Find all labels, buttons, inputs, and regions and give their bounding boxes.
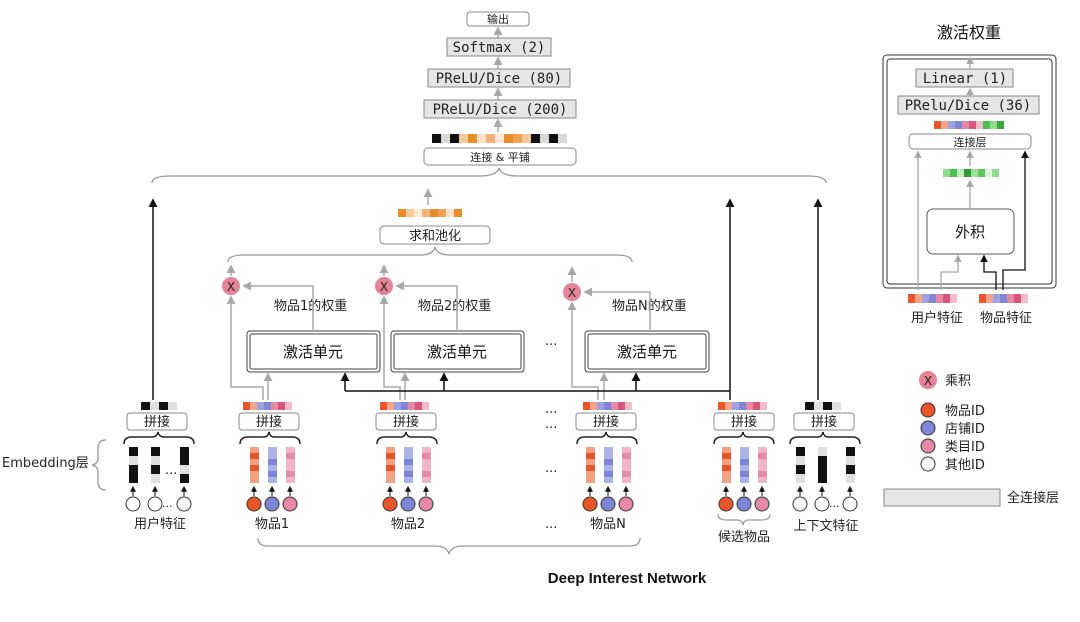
legend-shop-id: 店铺ID xyxy=(920,420,985,437)
concat-label: 拼接 xyxy=(144,414,170,430)
svg-text:...: ... xyxy=(545,402,557,417)
multiply-node-icon: X xyxy=(375,277,393,295)
candidate-group: 拼接 候选物品 xyxy=(713,402,775,545)
svg-text:X: X xyxy=(568,286,576,300)
context-label: 上下文特征 xyxy=(793,519,858,534)
softmax-label: Softmax (2) xyxy=(453,40,546,56)
svg-text:...: ... xyxy=(545,517,557,532)
svg-text:店铺ID: 店铺ID xyxy=(945,422,985,437)
svg-text:全连接层: 全连接层 xyxy=(1007,490,1059,506)
legend: X 乘积 物品ID 店铺ID 类目ID 其他ID 全连接层 xyxy=(883,371,1059,507)
weight-label-2: 物品2的权重 xyxy=(418,298,491,314)
svg-text:拼接: 拼接 xyxy=(393,414,419,430)
weight-label-1: 物品1的权重 xyxy=(274,298,347,314)
prelu-80-layer: PReLU/Dice (80) xyxy=(427,68,571,88)
brace-icon xyxy=(227,246,633,263)
panel-user-label: 用户特征 xyxy=(911,310,963,326)
panel-concat-strip xyxy=(934,121,1004,129)
svg-text:拼接: 拼接 xyxy=(256,414,282,430)
activation-unit-label: 激活单元 xyxy=(283,343,343,361)
svg-text:X: X xyxy=(227,280,235,294)
panel-title: 激活权重 xyxy=(937,23,1001,42)
multiply-node-icon: X xyxy=(563,283,581,301)
candidate-label: 候选物品 xyxy=(718,530,770,545)
panel-concat-box: 连接层 xyxy=(908,133,1032,150)
arrow-icon xyxy=(940,254,962,290)
outer-product-box: 外积 xyxy=(926,208,1015,255)
output-label: 输出 xyxy=(487,12,509,26)
top-feature-strip xyxy=(432,134,567,143)
legend-item-id: 物品ID xyxy=(920,402,985,419)
arrow-icon xyxy=(567,301,599,400)
svg-text:...: ... xyxy=(545,417,557,432)
legend-multiply: X 乘积 xyxy=(919,371,971,389)
output-box: 输出 xyxy=(466,11,530,27)
svg-text:...: ... xyxy=(162,497,173,510)
arrow-icon xyxy=(242,281,314,330)
legend-other-id: 其他ID xyxy=(920,456,985,473)
item1-label: 物品1 xyxy=(255,517,289,532)
arrow-icon xyxy=(395,281,458,330)
legend-fc: 全连接层 xyxy=(883,488,1059,507)
arrow-icon xyxy=(226,295,264,400)
panel-user-strip xyxy=(908,294,957,303)
item-group-1: 拼接 物品1 xyxy=(238,402,301,532)
arrow-icon xyxy=(583,287,651,330)
svg-text:物品ID: 物品ID xyxy=(945,404,985,419)
svg-text:...: ... xyxy=(165,463,177,478)
panel-concat-label: 连接层 xyxy=(954,136,987,149)
item2-label: 物品2 xyxy=(391,517,425,532)
outer-product-label: 外积 xyxy=(955,223,985,241)
arrow-icon xyxy=(1002,150,1029,290)
item-group-n: 拼接 物品N xyxy=(575,402,638,532)
activation-unit-n: 激活单元 xyxy=(584,330,710,373)
user-feature-label: 用户特征 xyxy=(134,516,186,532)
outer-product-strip xyxy=(943,169,999,177)
arrow-icon xyxy=(980,254,997,290)
prelu-200-label: PReLU/Dice (200) xyxy=(433,102,568,118)
activation-unit-1: 激活单元 xyxy=(246,330,381,373)
ellipsis: ... xyxy=(545,334,557,349)
svg-text:拼接: 拼接 xyxy=(811,414,837,430)
brace-icon xyxy=(151,167,827,184)
sum-pooling-label: 求和池化 xyxy=(409,229,461,244)
sum-pooling-box: 求和池化 xyxy=(379,225,491,245)
diagram-title: Deep Interest Network xyxy=(548,570,707,587)
panel-item-label: 物品特征 xyxy=(980,311,1032,326)
softmax-layer: Softmax (2) xyxy=(446,37,552,57)
prelu-36-label: PRelu/Dice (36) xyxy=(905,98,1031,114)
prelu-80-label: PReLU/Dice (80) xyxy=(436,71,562,87)
legend-cate-id: 类目ID xyxy=(920,438,985,455)
svg-text:其他ID: 其他ID xyxy=(945,458,985,473)
prelu-200-layer: PReLU/Dice (200) xyxy=(423,99,577,119)
user-feature-group: 拼接 ... ... 用户特征 xyxy=(123,402,195,532)
linear-layer: Linear (1) xyxy=(915,68,1014,88)
embedding-layer-label: Embedding层 xyxy=(2,456,89,471)
arrow-icon xyxy=(379,295,401,400)
svg-text:...: ... xyxy=(545,461,557,476)
svg-text:拼接: 拼接 xyxy=(731,414,757,430)
legend-multiply-label: 乘积 xyxy=(945,374,971,389)
itemN-label: 物品N xyxy=(590,517,626,532)
brace-icon xyxy=(91,439,107,491)
activation-unit-label: 激活单元 xyxy=(617,343,677,361)
concat-flatten-box: 连接 & 平铺 xyxy=(423,147,577,166)
activation-unit-label: 激活单元 xyxy=(427,343,487,361)
svg-text:X: X xyxy=(924,374,932,388)
svg-text:X: X xyxy=(380,280,388,294)
activation-unit-2: 激活单元 xyxy=(390,330,525,373)
item-group-2: 拼接 物品2 xyxy=(375,402,438,532)
prelu-36-layer: PRelu/Dice (36) xyxy=(897,95,1040,115)
pooling-strip xyxy=(398,209,462,217)
concat-flatten-label: 连接 & 平铺 xyxy=(470,151,530,164)
brace-icon xyxy=(257,537,641,555)
svg-text:类目ID: 类目ID xyxy=(945,440,985,455)
context-group: 拼接 ... 上下文特征 xyxy=(789,402,861,534)
svg-text:拼接: 拼接 xyxy=(593,414,619,430)
panel-item-strip xyxy=(979,294,1028,303)
linear-label: Linear (1) xyxy=(923,71,1007,87)
svg-text:...: ... xyxy=(829,497,840,510)
multiply-node-icon: X xyxy=(222,277,240,295)
